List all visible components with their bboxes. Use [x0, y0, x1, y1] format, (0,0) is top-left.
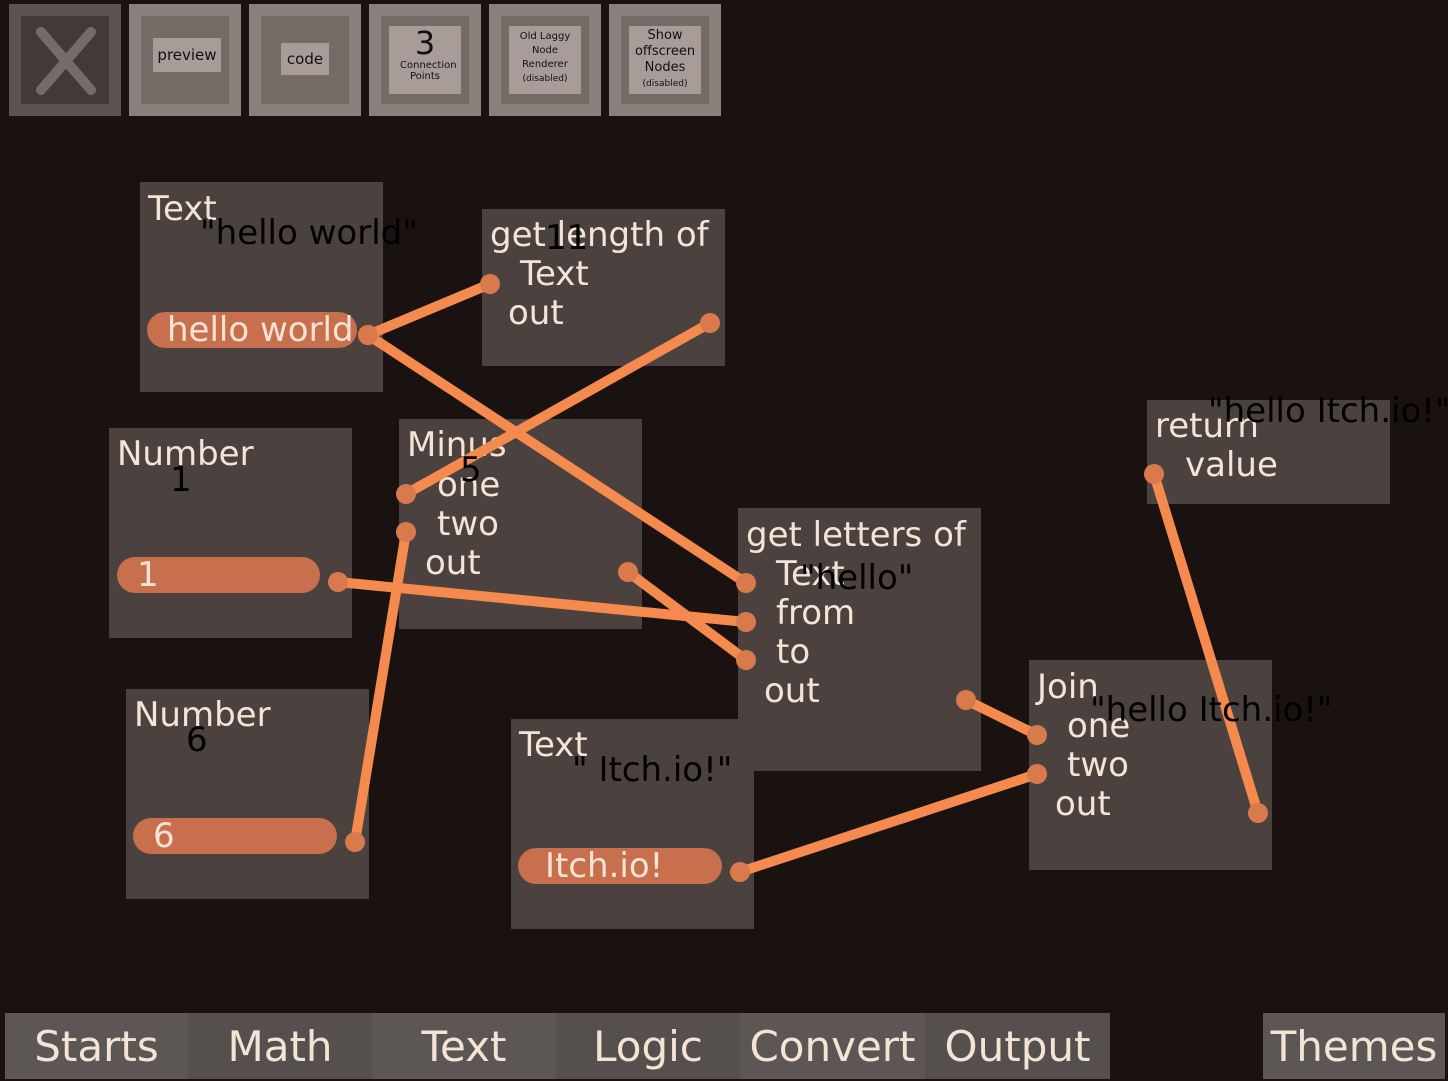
offscreen-line: offscreen [634, 44, 696, 59]
connection-count: 3 [414, 24, 436, 62]
connection-wire[interactable] [363, 279, 495, 340]
old-renderer-line: Old Laggy [519, 31, 571, 42]
port-label: two [1067, 745, 1129, 785]
node-title: get letters of [746, 515, 966, 555]
node-value: 6 [186, 720, 208, 760]
node-value: 11 [545, 218, 589, 258]
node-title: Text [148, 189, 217, 229]
code-label: code [281, 43, 329, 75]
code-button[interactable]: code [249, 4, 361, 116]
node-value: 5 [460, 450, 482, 490]
port-label: out [425, 543, 481, 583]
node-title: Text [519, 725, 588, 765]
port-label: two [437, 504, 499, 544]
port-label: Text [776, 554, 845, 594]
close-icon [36, 27, 96, 95]
number-input[interactable]: 6 [133, 818, 337, 854]
tab-logic[interactable]: Logic [556, 1013, 740, 1079]
offscreen-line: Show [647, 28, 683, 43]
node-value: "hello Itch.io!" [1208, 391, 1448, 431]
get-length-node[interactable]: get length of Text out [482, 209, 725, 366]
old-renderer-line: Renderer [522, 59, 568, 70]
tab-output[interactable]: Output [925, 1013, 1110, 1079]
tab-themes[interactable]: Themes [1263, 1013, 1445, 1079]
close-button[interactable] [9, 4, 121, 116]
connection-label: Connection Points [400, 60, 457, 82]
node-title: return [1155, 406, 1259, 446]
port-label: out [508, 293, 564, 333]
text-node-hello[interactable]: Text hello world [140, 182, 383, 392]
text-input[interactable]: Itch.io! [518, 848, 722, 884]
connection-wire[interactable] [735, 769, 1042, 877]
tab-math[interactable]: Math [188, 1013, 372, 1079]
node-title: get length of [490, 215, 709, 255]
node-title: Join [1037, 667, 1099, 707]
text-node-itch[interactable]: Text Itch.io! [511, 719, 754, 929]
tab-text[interactable]: Text [372, 1013, 556, 1079]
port-label: Text [520, 254, 589, 294]
minus-node[interactable]: Minus one two out [399, 419, 642, 629]
connection-wire[interactable] [623, 567, 751, 665]
preview-button[interactable]: preview [129, 4, 241, 116]
node-value: " Itch.io!" [572, 750, 733, 790]
tab-convert[interactable]: Convert [740, 1013, 925, 1079]
port-label: one [1067, 706, 1131, 746]
node-title: Number [117, 434, 254, 474]
port-label: out [1055, 784, 1111, 824]
node-value: 1 [170, 460, 192, 500]
number-node-6[interactable]: Number 6 [126, 689, 369, 899]
tab-starts[interactable]: Starts [5, 1013, 188, 1079]
old-renderer-line: Node [531, 45, 559, 56]
node-title: Number [134, 695, 271, 735]
node-value: "hello" [800, 558, 914, 598]
port-label: out [764, 671, 820, 711]
offscreen-line: (disabled) [642, 79, 688, 89]
port-label: to [776, 632, 811, 672]
offscreen-line: Nodes [644, 60, 686, 75]
node-value: "hello Itch.io!" [1090, 690, 1333, 730]
node-title: Minus [407, 425, 507, 465]
number-input[interactable]: 1 [117, 557, 320, 593]
get-letters-node[interactable]: get letters of Text from to out [738, 508, 981, 771]
text-input[interactable]: hello world [147, 312, 357, 348]
preview-label: preview [153, 38, 221, 72]
port-label: value [1185, 445, 1278, 485]
port-label: from [776, 593, 856, 633]
node-value: "hello world" [200, 213, 418, 253]
number-node-1[interactable]: Number 1 [109, 428, 352, 638]
old-renderer-line: (disabled) [522, 74, 568, 84]
